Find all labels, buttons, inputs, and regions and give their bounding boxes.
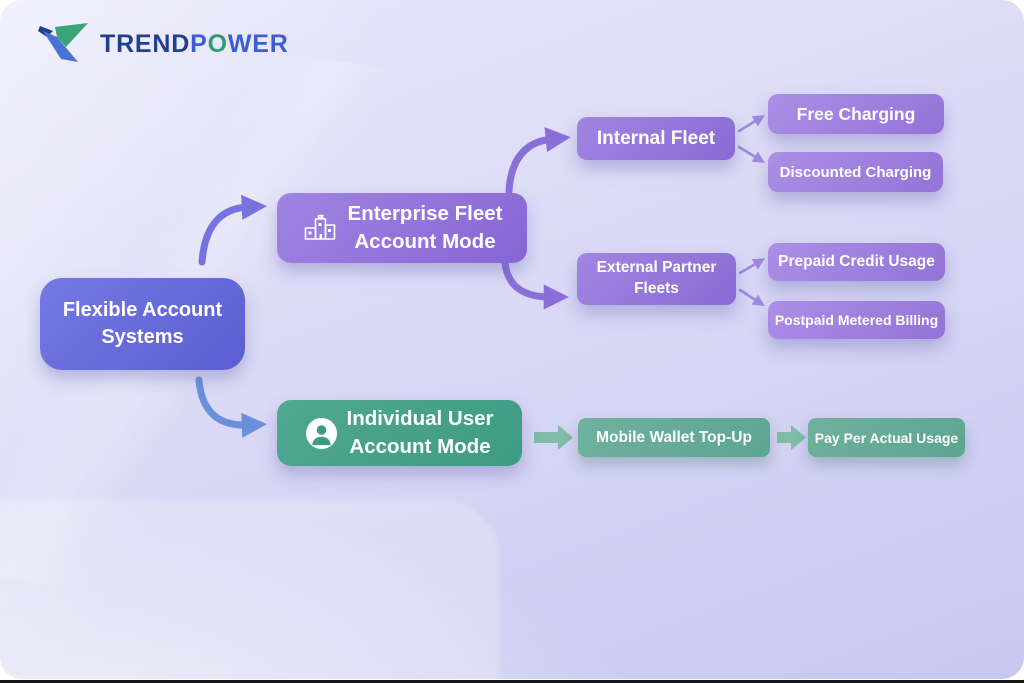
node-label: Internal Fleet (596, 127, 716, 149)
arrow-internal-to-discounted-charging (737, 145, 765, 163)
brand-power-wer: WER (227, 29, 289, 58)
node-label: Postpaid Metered Billing (774, 312, 939, 328)
node-label: Flexible Account Systems (62, 299, 223, 348)
arrow-root-to-enterprise (198, 194, 267, 266)
node-pay-per-actual-usage: Pay Per Actual Usage (808, 418, 965, 457)
node-label: External Partner Fleets (596, 259, 717, 297)
node-free-charging: Free Charging (768, 94, 944, 134)
node-individual-user-account-mode: Individual User Account Mode (277, 400, 522, 466)
node-label: Mobile Wallet Top-Up (596, 428, 752, 446)
user-icon (305, 417, 337, 449)
node-prepaid-credit-usage: Prepaid Credit Usage (768, 243, 945, 281)
node-mobile-wallet-top-up: Mobile Wallet Top-Up (578, 418, 770, 457)
trendpower-logo-icon (38, 23, 88, 62)
node-internal-fleet: Internal Fleet (577, 117, 735, 160)
node-label: Pay Per Actual Usage (814, 429, 959, 446)
arrow-root-to-individual (195, 376, 267, 438)
arrow-wallet-to-pay-per-usage (777, 425, 806, 450)
buildings-icon (304, 214, 335, 240)
node-label: Free Charging (796, 103, 916, 124)
arrow-external-to-prepaid (738, 258, 766, 275)
node-label: Prepaid Credit Usage (778, 253, 935, 270)
brand-logo: TRENDPOWER (38, 22, 289, 66)
node-external-partner-fleets: External Partner Fleets (577, 253, 736, 305)
arrow-enterprise-to-external-fleets (501, 259, 569, 310)
brand-power-p: P (190, 29, 208, 58)
node-label: Individual User Account Mode (346, 407, 494, 458)
node-label: Enterprise Fleet Account Mode (347, 202, 503, 253)
brand-power-o: O (207, 29, 228, 58)
arrow-internal-to-free-charging (737, 115, 765, 133)
arrow-external-to-postpaid (738, 288, 765, 307)
node-discounted-charging: Discounted Charging (768, 152, 943, 192)
node-label: Discounted Charging (779, 163, 932, 181)
node-flexible-account-systems: Flexible Account Systems (40, 278, 245, 370)
brand-trend: TREND (100, 29, 191, 58)
arrow-individual-to-wallet (534, 425, 573, 450)
node-postpaid-metered-billing: Postpaid Metered Billing (768, 301, 945, 339)
node-enterprise-fleet-account-mode: Enterprise Fleet Account Mode (277, 193, 527, 263)
arrow-enterprise-to-internal-fleet (505, 127, 571, 195)
brand-name: TRENDPOWER (100, 29, 289, 58)
bottom-border-strip (0, 680, 1024, 683)
